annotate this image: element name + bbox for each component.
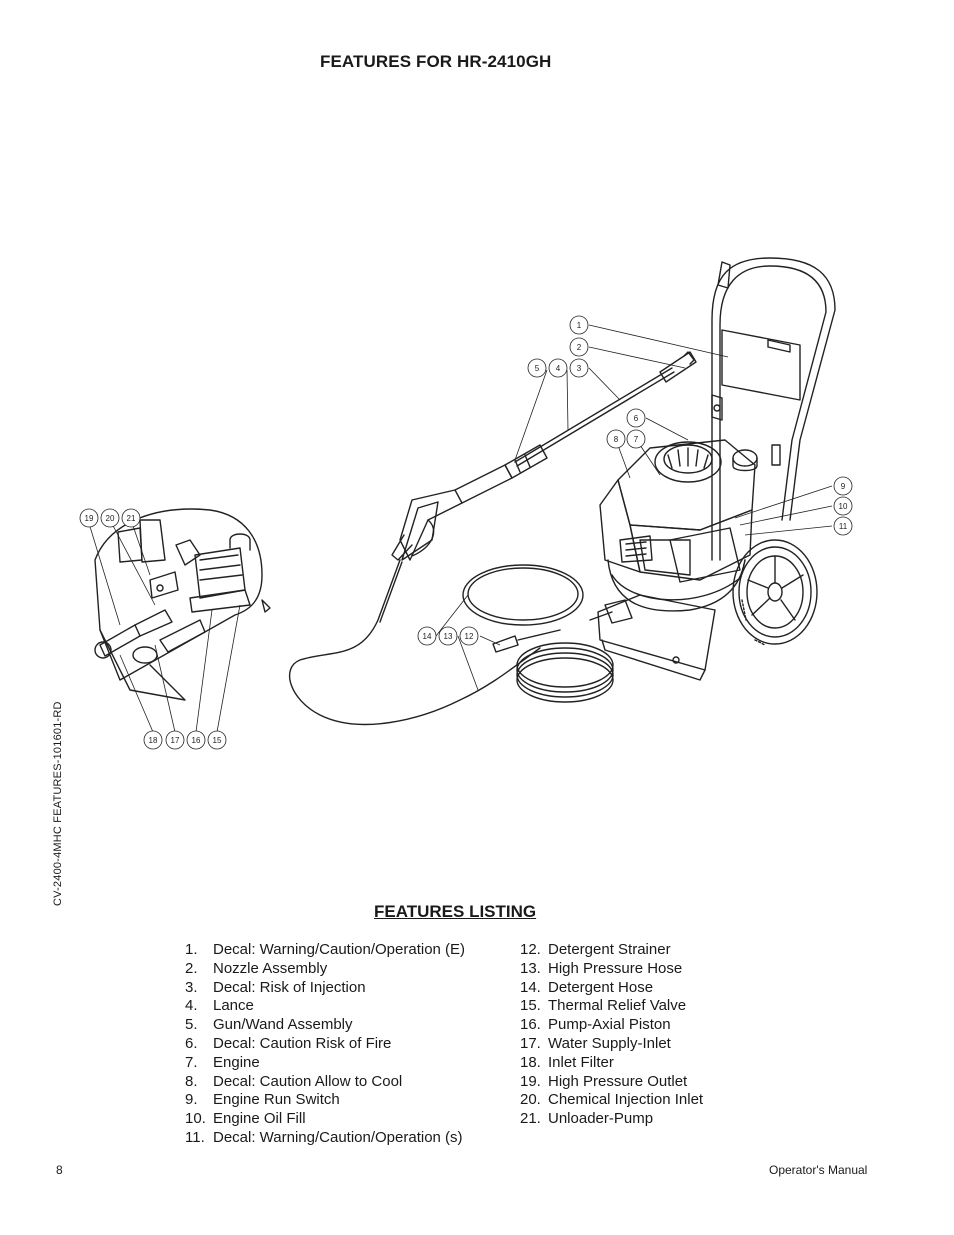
- nozzle-assembly: [659, 351, 697, 383]
- callout-label: 7: [634, 435, 639, 444]
- callout-18: [143, 730, 163, 750]
- engine-body: [599, 479, 641, 573]
- base-frame: [597, 594, 716, 671]
- fuel-cap: [732, 449, 758, 467]
- page-number: 8: [56, 1163, 63, 1177]
- list-item: 14.Detergent Hose: [520, 978, 654, 996]
- list-item: 20.Chemical Injection Inlet: [520, 1091, 704, 1109]
- list-item: 21.Unloader-Pump: [520, 1110, 654, 1128]
- pump-base: [607, 559, 746, 612]
- water-inlet: [132, 646, 158, 664]
- manual-name: Operator's Manual: [769, 1163, 868, 1177]
- list-item: 19.High Pressure Outlet: [520, 1072, 688, 1090]
- decal-panel: [721, 329, 801, 401]
- callout-2: [569, 337, 589, 357]
- callout-label: 12: [465, 632, 474, 641]
- callout-20: [100, 508, 120, 528]
- list-item: 5.Gun/Wand Assembly: [185, 1016, 353, 1034]
- callout-label: 17: [171, 736, 180, 745]
- callout-label: 15: [213, 736, 222, 745]
- callout-label: 19: [85, 514, 94, 523]
- list-item: 1.Decal: Warning/Caution/Operation (E): [185, 941, 466, 958]
- callout-14: [417, 626, 437, 646]
- list-item: 13.High Pressure Hose: [520, 959, 683, 977]
- callout-label: 18: [149, 736, 158, 745]
- callout-6: [626, 408, 646, 428]
- callout-label: 2: [577, 343, 582, 352]
- wheel: [732, 539, 818, 645]
- callout-4: [548, 358, 568, 378]
- list-item: 6.Decal: Caution Risk of Fire: [185, 1034, 392, 1052]
- callout-3: [569, 358, 589, 378]
- callout-label: 13: [444, 632, 453, 641]
- callout-8: [606, 429, 626, 449]
- document-code: CV-2400-4MHC FEATURES-101601-RD: [52, 701, 64, 906]
- callout-label: 9: [841, 482, 846, 491]
- callout-label: 20: [106, 514, 115, 523]
- list-item: 9.Engine Run Switch: [185, 1091, 340, 1109]
- callout-21: [121, 508, 141, 528]
- callout-1: [569, 315, 589, 335]
- list-item: 7.Engine: [185, 1053, 260, 1071]
- list-item: 16.Pump-Axial Piston: [520, 1016, 671, 1034]
- callout-label: 4: [556, 364, 561, 373]
- callout-label: 21: [127, 514, 136, 523]
- features-list-column-2: 12.Detergent Strainer 13.High Pressure H…: [520, 941, 703, 1129]
- callout-label: 11: [839, 522, 848, 531]
- high-pressure-hose: [289, 559, 541, 726]
- list-item: 17.Water Supply-Inlet: [520, 1034, 671, 1052]
- list-item: 4.Lance: [185, 997, 254, 1015]
- list-item: 12.Detergent Strainer: [520, 941, 671, 958]
- callout-15: [207, 730, 227, 750]
- callout-5: [527, 358, 547, 378]
- features-listing-title: FEATURES LISTING: [374, 902, 537, 921]
- features-list-column-1: 1.Decal: Warning/Caution/Operation (E) 2…: [185, 941, 465, 1148]
- callout-label: 6: [634, 414, 639, 423]
- callout-label: 1: [577, 321, 582, 330]
- callout-label: 3: [577, 364, 582, 373]
- page-title: FEATURES FOR HR-2410GH: [320, 52, 552, 71]
- callout-label: 10: [839, 502, 848, 511]
- list-item: 8.Decal: Caution Allow to Cool: [185, 1072, 403, 1090]
- callout-label: 5: [535, 364, 540, 373]
- hose-coil: [516, 642, 614, 703]
- engine-muffler: [669, 527, 741, 583]
- detergent-strainer: [492, 635, 519, 653]
- callout-17: [165, 730, 185, 750]
- list-item: 2.Nozzle Assembly: [185, 959, 328, 977]
- lance: [514, 367, 673, 463]
- callout-12: [459, 626, 479, 646]
- detergent-hose: [462, 564, 584, 626]
- spray-gun: [454, 464, 513, 504]
- callout-7: [626, 429, 646, 449]
- callout-19: [79, 508, 99, 528]
- list-item: 18.Inlet Filter: [520, 1053, 614, 1071]
- list-item: 11.Decal: Warning/Caution/Operation (s): [185, 1128, 463, 1146]
- callout-9: [833, 476, 853, 496]
- engine-recoil-cover: [654, 441, 722, 483]
- callout-11: [833, 516, 853, 536]
- list-item: 15.Thermal Relief Valve: [520, 997, 687, 1015]
- callout-label: 14: [423, 632, 432, 641]
- wand-connector: [504, 444, 548, 479]
- callout-13: [438, 626, 458, 646]
- callout-label: 16: [192, 736, 201, 745]
- callout-label: 8: [614, 435, 619, 444]
- handle-frame: [711, 257, 836, 561]
- callout-16: [186, 730, 206, 750]
- callout-10: [833, 496, 853, 516]
- list-item: 3.Decal: Risk of Injection: [185, 978, 366, 996]
- list-item: 10.Engine Oil Fill: [185, 1110, 306, 1128]
